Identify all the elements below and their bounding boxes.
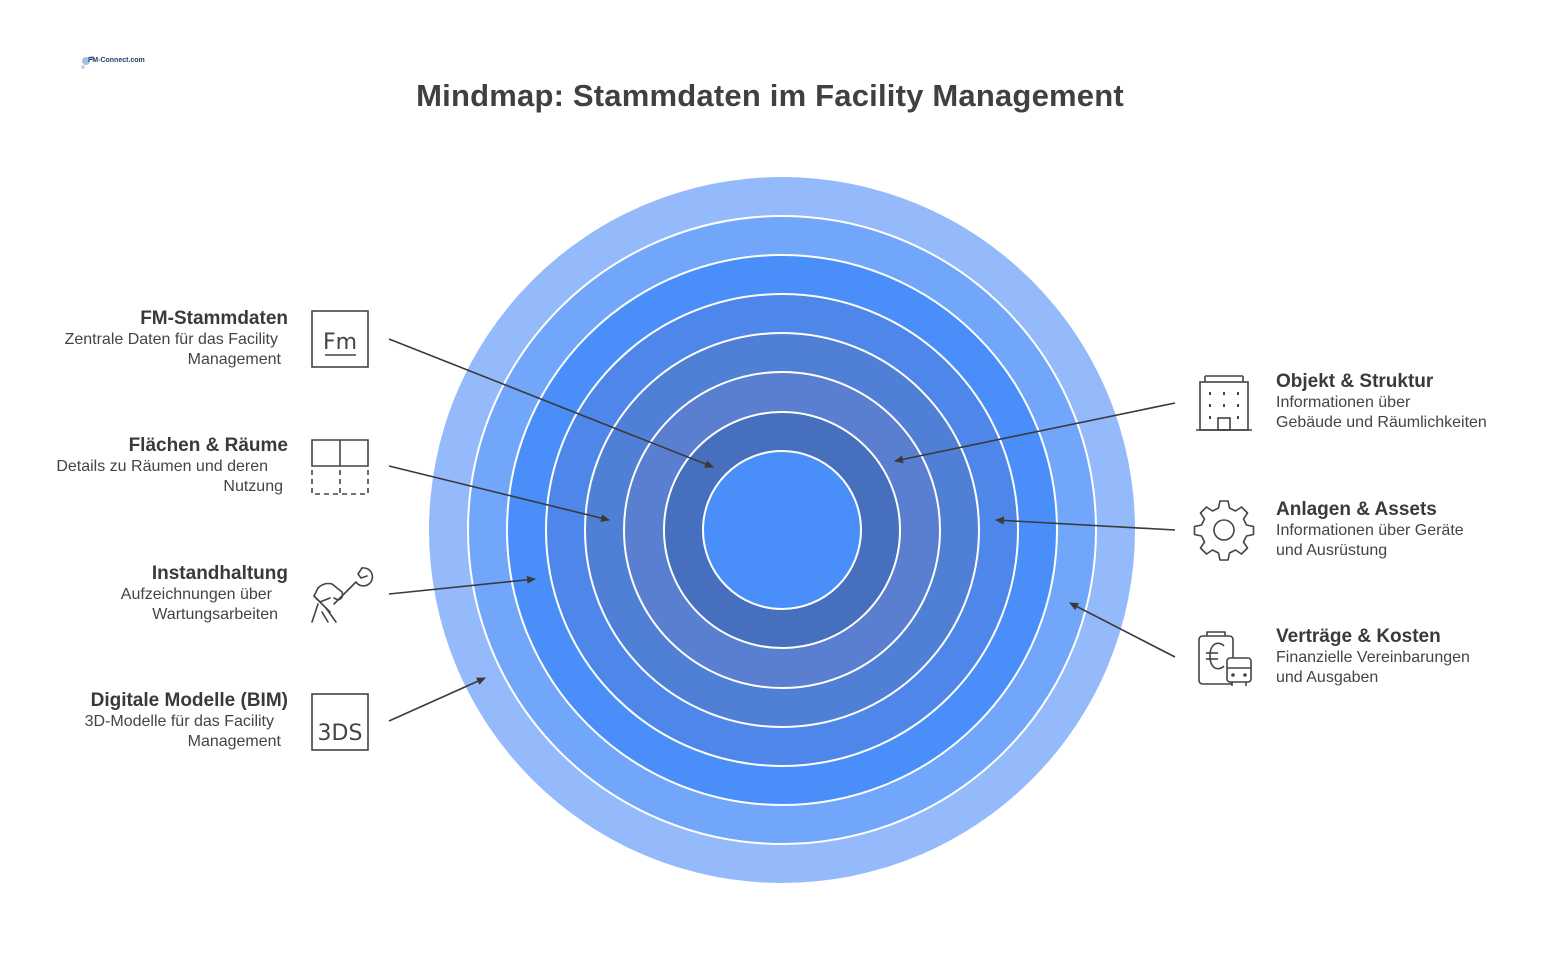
node-objekt-desc-2: Gebäude und Räumlichkeiten	[1276, 414, 1487, 431]
node-instandhaltung: Instandhaltung Aufzeichnungen über Wartu…	[0, 563, 288, 625]
arrow-instandhaltung	[388, 575, 536, 595]
node-bim-desc-2: Management	[187, 733, 281, 750]
arrow-flaechen	[388, 465, 610, 522]
concentric-rings	[429, 177, 1135, 883]
wrench-hand-icon	[311, 567, 374, 623]
node-bim-desc-1: 3D-Modelle für das Facility	[84, 713, 274, 730]
node-vertraege-desc-2: und Ausgaben	[1276, 669, 1379, 686]
node-flaechen-desc-2: Nutzung	[223, 478, 283, 495]
gear-icon	[1193, 500, 1255, 561]
node-objekt-title: Objekt & Struktur	[1276, 371, 1434, 392]
node-bim: Digitale Modelle (BIM) 3D-Modelle für da…	[0, 690, 288, 752]
node-vertraege-desc-1: Finanzielle Vereinbarungen	[1276, 649, 1470, 666]
node-anlagen: Anlagen & Assets Informationen über Gerä…	[1276, 499, 1546, 561]
core-circle	[702, 450, 862, 610]
node-fm-stammdaten-title: FM-Stammdaten	[140, 308, 288, 329]
arrow-fm-stammdaten	[388, 338, 714, 468]
node-instandhaltung-title: Instandhaltung	[151, 563, 288, 584]
node-instandhaltung-desc-2: Wartungsarbeiten	[152, 606, 278, 623]
node-bim-title: Digitale Modelle (BIM)	[90, 690, 288, 711]
logo-text: FM-Connect.com	[88, 57, 145, 64]
brand-logo: FM-Connect.com	[78, 52, 145, 76]
node-anlagen-desc-2: und Ausrüstung	[1276, 542, 1388, 559]
3ds-icon-text: 3DS	[318, 721, 363, 746]
node-fm-stammdaten-desc-2: Management	[187, 351, 281, 368]
floor-plan-icon	[311, 439, 369, 495]
node-objekt-desc-1: Informationen über	[1276, 394, 1411, 411]
3ds-icon: 3DS	[311, 693, 369, 751]
page-title: Mindmap: Stammdaten im Facility Manageme…	[416, 78, 1124, 113]
fm-icon: Fm	[311, 310, 369, 368]
arrow-anlagen	[995, 516, 1176, 531]
node-instandhaltung-desc-1: Aufzeichnungen über	[120, 586, 272, 603]
arrow-vertraege	[1069, 602, 1176, 658]
node-anlagen-desc-1: Informationen über Geräte	[1276, 522, 1464, 539]
fm-icon-text: Fm	[323, 330, 357, 355]
node-flaechen: Flächen & Räume Details zu Räumen und de…	[0, 435, 288, 497]
arrow-bim	[388, 677, 486, 722]
building-icon	[1196, 375, 1252, 431]
node-objekt: Objekt & Struktur Informationen über Geb…	[1276, 371, 1546, 433]
node-anlagen-title: Anlagen & Assets	[1276, 499, 1437, 520]
node-fm-stammdaten-desc-1: Zentrale Daten für das Facility	[64, 331, 278, 348]
node-vertraege: Verträge & Kosten Finanzielle Vereinbaru…	[1276, 626, 1546, 688]
node-vertraege-title: Verträge & Kosten	[1276, 626, 1441, 647]
euro-contract-icon	[1198, 631, 1252, 686]
node-flaechen-desc-1: Details zu Räumen und deren	[56, 458, 268, 475]
node-fm-stammdaten: FM-Stammdaten Zentrale Daten für das Fac…	[0, 308, 288, 370]
node-flaechen-title: Flächen & Räume	[128, 435, 288, 456]
arrow-objekt	[894, 402, 1176, 464]
